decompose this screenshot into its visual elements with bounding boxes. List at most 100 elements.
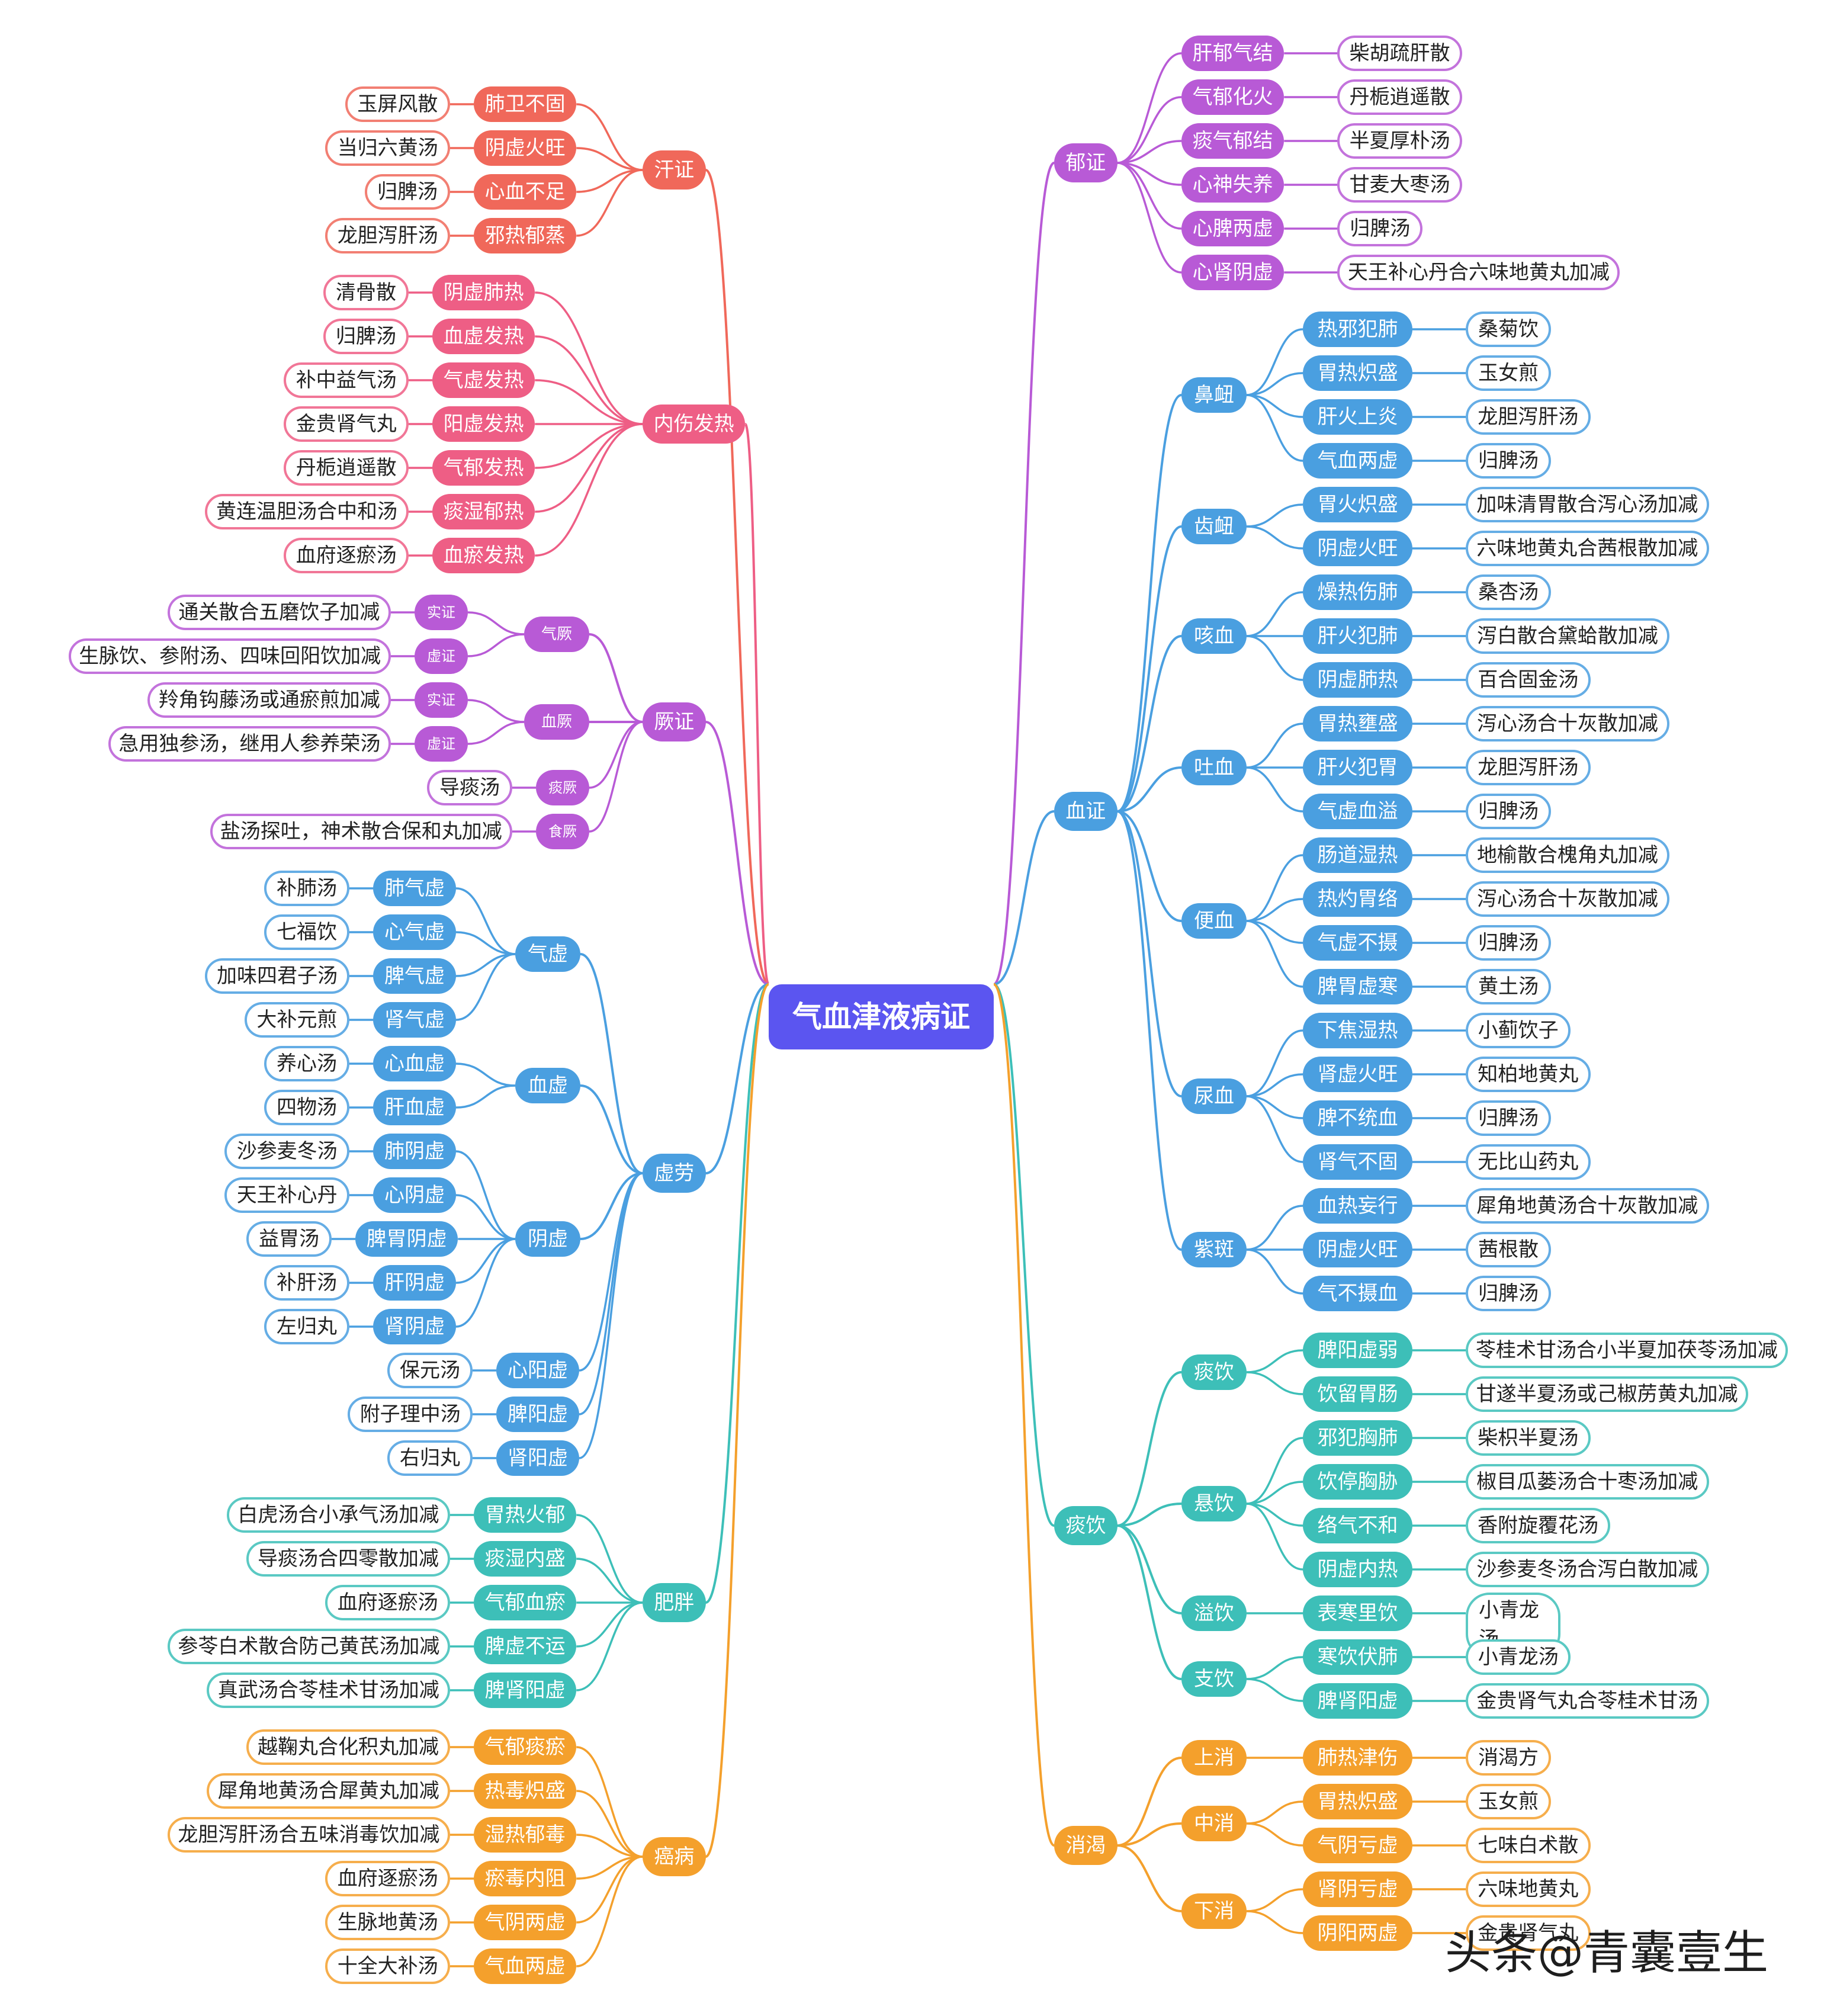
formula-node[interactable]: 泻心汤合十灰散加减 <box>1466 706 1669 741</box>
syndrome-node[interactable]: 肺热津伤 <box>1303 1740 1412 1776</box>
syndrome-node[interactable]: 气郁痰瘀 <box>474 1729 577 1765</box>
syndrome-node[interactable]: 食厥 <box>536 814 589 849</box>
syndrome-node[interactable]: 邪热郁蒸 <box>474 218 577 253</box>
formula-node[interactable]: 小青龙汤 <box>1466 1639 1571 1675</box>
syndrome-node[interactable]: 脾阳虚弱 <box>1303 1333 1412 1368</box>
formula-node[interactable]: 补肝汤 <box>264 1265 349 1301</box>
formula-node[interactable]: 犀角地黄汤合犀黄丸加减 <box>207 1773 450 1809</box>
syndrome-node[interactable]: 脾不统血 <box>1303 1100 1412 1136</box>
syndrome-node[interactable]: 阳虚发热 <box>432 406 535 442</box>
formula-node[interactable]: 柴枳半夏汤 <box>1466 1420 1591 1456</box>
formula-node[interactable]: 导痰汤合四零散加减 <box>246 1541 450 1577</box>
group-node[interactable]: 阴虚 <box>515 1221 580 1257</box>
group-node[interactable]: 气虚 <box>515 936 580 972</box>
formula-node[interactable]: 加味四君子汤 <box>205 958 349 994</box>
formula-node[interactable]: 归脾汤 <box>365 174 450 210</box>
formula-node[interactable]: 盐汤探吐，神术散合保和丸加减 <box>210 814 512 849</box>
group-node[interactable]: 痰饮 <box>1181 1354 1247 1390</box>
formula-node[interactable]: 附子理中汤 <box>348 1397 473 1432</box>
formula-node[interactable]: 黄连温胆汤合中和汤 <box>205 494 409 529</box>
formula-node[interactable]: 金贵肾气丸合苓桂术甘汤 <box>1466 1683 1709 1719</box>
syndrome-node[interactable]: 瘀毒内阻 <box>474 1861 577 1896</box>
syndrome-node[interactable]: 心神失养 <box>1181 167 1284 203</box>
syndrome-node[interactable]: 肾阴虚 <box>373 1309 456 1344</box>
syndrome-node[interactable]: 胃热壅盛 <box>1303 706 1412 741</box>
formula-node[interactable]: 消渴方 <box>1466 1740 1551 1776</box>
syndrome-node[interactable]: 气虚血溢 <box>1303 794 1412 829</box>
syndrome-node[interactable]: 脾胃阴虚 <box>355 1221 458 1257</box>
group-node[interactable]: 上消 <box>1181 1740 1247 1776</box>
formula-node[interactable]: 加味清胃散合泻心汤加减 <box>1466 487 1709 522</box>
syndrome-node[interactable]: 表寒里饮 <box>1303 1596 1412 1631</box>
syndrome-node[interactable]: 肾阴亏虚 <box>1303 1871 1412 1907</box>
formula-node[interactable]: 养心汤 <box>264 1046 349 1081</box>
formula-node[interactable]: 泻心汤合十灰散加减 <box>1466 881 1669 917</box>
formula-node[interactable]: 六味地黄丸合茜根散加减 <box>1466 531 1709 566</box>
formula-node[interactable]: 苓桂术甘汤合小半夏加茯苓汤加减 <box>1466 1333 1788 1368</box>
syndrome-node[interactable]: 气阴两虚 <box>474 1905 577 1940</box>
syndrome-node[interactable]: 肝血虚 <box>373 1090 456 1125</box>
formula-node[interactable]: 生脉饮、参附汤、四味回阳饮加减 <box>69 638 391 674</box>
group-node[interactable]: 血虚 <box>515 1068 580 1103</box>
formula-node[interactable]: 血府逐瘀汤 <box>325 1861 450 1896</box>
formula-node[interactable]: 大补元煎 <box>244 1002 349 1038</box>
syndrome-node[interactable]: 热毒炽盛 <box>474 1773 577 1809</box>
syndrome-node[interactable]: 燥热伤肺 <box>1303 574 1412 610</box>
formula-node[interactable]: 左归丸 <box>264 1309 349 1344</box>
group-node[interactable]: 溢饮 <box>1181 1596 1247 1631</box>
formula-node[interactable]: 真武汤合苓桂术甘汤加减 <box>207 1672 450 1708</box>
syndrome-node[interactable]: 脾胃虚寒 <box>1303 969 1412 1004</box>
syndrome-node[interactable]: 肝郁气结 <box>1181 36 1284 71</box>
formula-node[interactable]: 清骨散 <box>323 275 409 310</box>
formula-node[interactable]: 椒目瓜蒌汤合十枣汤加减 <box>1466 1464 1709 1500</box>
formula-node[interactable]: 归脾汤 <box>1466 443 1551 479</box>
syndrome-node[interactable]: 心气虚 <box>373 914 456 950</box>
formula-node[interactable]: 当归六黄汤 <box>325 130 450 166</box>
syndrome-node[interactable]: 痰气郁结 <box>1181 123 1284 159</box>
category-2[interactable]: 内伤发热 <box>643 405 746 444</box>
syndrome-node[interactable]: 心血虚 <box>373 1046 456 1081</box>
group-node[interactable]: 便血 <box>1181 903 1247 939</box>
category-4[interactable]: 虚劳 <box>643 1154 706 1193</box>
syndrome-node[interactable]: 热灼胃络 <box>1303 881 1412 917</box>
syndrome-node[interactable]: 脾肾阳虚 <box>1303 1683 1412 1719</box>
formula-node[interactable]: 玉屏风散 <box>345 86 450 122</box>
syndrome-node[interactable]: 脾阳虚 <box>496 1397 579 1432</box>
syndrome-node[interactable]: 血虚发热 <box>432 319 535 354</box>
formula-node[interactable]: 归脾汤 <box>1466 794 1551 829</box>
syndrome-node[interactable]: 肝阴虚 <box>373 1265 456 1301</box>
formula-node[interactable]: 天王补心丹 <box>224 1177 349 1213</box>
category-5[interactable]: 肥胖 <box>643 1583 706 1622</box>
formula-node[interactable]: 归脾汤 <box>1466 1100 1551 1136</box>
syndrome-node[interactable]: 心阴虚 <box>373 1177 456 1213</box>
formula-node[interactable]: 补中益气汤 <box>284 362 409 398</box>
syndrome-node[interactable]: 阴虚火旺 <box>1303 1232 1412 1267</box>
syndrome-node[interactable]: 胃热火郁 <box>474 1497 577 1533</box>
formula-node[interactable]: 茜根散 <box>1466 1232 1551 1267</box>
formula-node[interactable]: 补肺汤 <box>264 871 349 906</box>
syndrome-node[interactable]: 阴虚肺热 <box>432 275 535 310</box>
syndrome-node[interactable]: 肺阴虚 <box>373 1134 456 1169</box>
formula-node[interactable]: 丹栀逍遥散 <box>284 450 409 486</box>
syndrome-node[interactable]: 气虚发热 <box>432 362 535 398</box>
syndrome-node[interactable]: 气不摄血 <box>1303 1276 1412 1311</box>
group-node[interactable]: 支饮 <box>1181 1661 1247 1697</box>
group-node[interactable]: 下消 <box>1181 1893 1247 1929</box>
formula-node[interactable]: 血府逐瘀汤 <box>325 1585 450 1620</box>
group-node[interactable]: 血厥 <box>524 704 589 740</box>
group-node[interactable]: 咳血 <box>1181 618 1247 654</box>
formula-node[interactable]: 羚角钩藤汤或通瘀煎加减 <box>147 682 391 718</box>
formula-node[interactable]: 犀角地黄汤合十灰散加减 <box>1466 1188 1709 1224</box>
formula-node[interactable]: 益胃汤 <box>246 1221 332 1257</box>
syndrome-node[interactable]: 肾虚火旺 <box>1303 1057 1412 1092</box>
formula-node[interactable]: 急用独参汤，继用人参养荣汤 <box>108 726 391 762</box>
syndrome-node[interactable]: 阴阳两虚 <box>1303 1915 1412 1951</box>
group-node[interactable]: 中消 <box>1181 1806 1247 1841</box>
syndrome-node[interactable]: 阴虚火旺 <box>474 130 577 166</box>
syndrome-node[interactable]: 胃热炽盛 <box>1303 1784 1412 1819</box>
syndrome-node[interactable]: 热邪犯肺 <box>1303 312 1412 347</box>
syndrome-node[interactable]: 血热妄行 <box>1303 1188 1412 1224</box>
syndrome-node[interactable]: 下焦湿热 <box>1303 1013 1412 1048</box>
formula-node[interactable]: 参苓白术散合防己黄芪汤加减 <box>167 1629 450 1664</box>
formula-node[interactable]: 七福饮 <box>264 914 349 950</box>
